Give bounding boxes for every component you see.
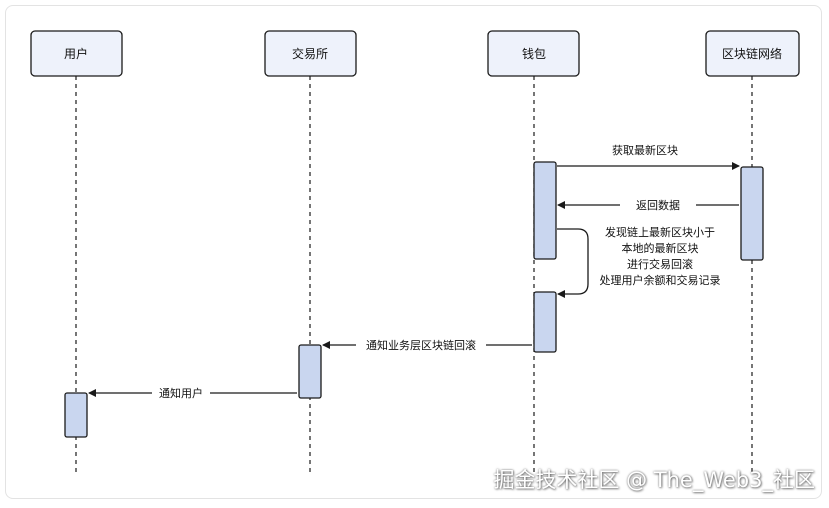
activation-wallet-2 xyxy=(533,291,557,353)
participant-wallet: 钱包 xyxy=(487,30,580,77)
diagram-frame xyxy=(5,5,822,499)
watermark: 掘金技术社区 @ The_Web3_社区 xyxy=(493,468,815,492)
label-self-note-line-3: 进行交易回滚 xyxy=(627,257,693,271)
label-self-note-line-4: 处理用户余额和交易记录 xyxy=(600,273,721,287)
participant-blockchain: 区块链网络 xyxy=(705,30,800,77)
activation-exchange xyxy=(298,344,322,399)
label-self-note-line-2: 本地的最新区块 xyxy=(622,241,699,255)
participant-user-label: 用户 xyxy=(64,46,88,61)
participant-blockchain-label: 区块链网络 xyxy=(722,46,782,61)
participant-wallet-label: 钱包 xyxy=(522,46,546,61)
activation-wallet-1 xyxy=(533,161,557,260)
activation-blockchain xyxy=(740,166,764,261)
participant-exchange: 交易所 xyxy=(264,30,357,77)
label-self-note-line-1: 发现链上最新区块小于 xyxy=(605,225,715,239)
participant-user: 用户 xyxy=(30,30,123,77)
arrow-self-rollback xyxy=(557,228,589,298)
label-notify-business: 通知业务层区块链回滚 xyxy=(366,338,476,352)
activation-user xyxy=(64,392,88,438)
label-return-data: 返回数据 xyxy=(636,198,680,212)
label-get-latest-block: 获取最新区块 xyxy=(612,143,678,157)
participant-exchange-label: 交易所 xyxy=(292,46,328,61)
label-notify-user: 通知用户 xyxy=(159,386,203,400)
